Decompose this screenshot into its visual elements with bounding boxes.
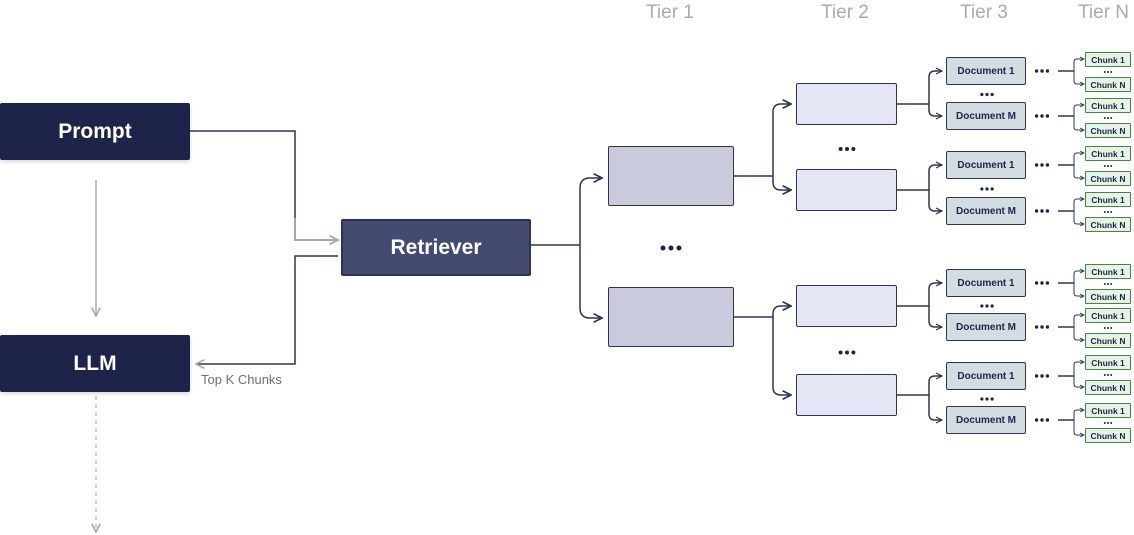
tier-2-label: Tier 2 [821, 2, 869, 23]
document-node-2-2-1[interactable]: Document 1 [946, 362, 1026, 390]
document-to-chunks-ellipsis-1-2-1 [1034, 163, 1050, 167]
retriever-to-llm-arrow [196, 255, 338, 364]
document-to-chunks-ellipsis-2-2-1 [1034, 374, 1050, 378]
document-node-1-2-1[interactable]: Document 1 [946, 151, 1026, 179]
chunk-1-node-2-1-2[interactable]: Chunk 1 [1085, 308, 1131, 323]
tier1-node-2[interactable] [608, 287, 734, 347]
document-to-chunks-ellipsis-1-2-2 [1034, 209, 1050, 213]
chunk-ellipsis-1-1-1 [1103, 71, 1113, 73]
document-node-1-1-1[interactable]: Document 1 [946, 57, 1026, 85]
retriever-node[interactable]: Retriever [341, 219, 531, 276]
tier1-1-to-tier2-a-arrow [772, 104, 791, 176]
tier1-1-to-tier2-b-arrow [772, 176, 791, 190]
chunk-1-arrow-1-2-2 [1073, 199, 1084, 211]
chunk-ellipsis-2-1-1 [1103, 283, 1113, 285]
document-to-chunks-ellipsis-2-1-2 [1034, 325, 1050, 329]
document-to-chunks-ellipsis-1-1-2 [1034, 114, 1050, 118]
chunk-ellipsis-1-2-2 [1103, 211, 1113, 213]
tier1-2-to-tier2-a-arrow [772, 306, 791, 317]
tier2-1-2-to-doc1-arrow [928, 165, 942, 190]
chunk-n-arrow-1-1-2 [1073, 116, 1084, 130]
tier2-ellipsis-2 [838, 350, 856, 355]
chunk-1-arrow-1-2-1 [1073, 153, 1084, 165]
tier2-1-1-to-doc1-arrow [928, 71, 942, 104]
chunk-1-arrow-2-1-1 [1073, 271, 1084, 283]
chunk-n-node-2-1-1[interactable]: Chunk N [1085, 289, 1131, 304]
document-to-chunks-ellipsis-2-1-1 [1034, 281, 1050, 285]
chunk-n-arrow-2-2-1 [1073, 376, 1084, 387]
chunk-1-node-1-1-2[interactable]: Chunk 1 [1085, 98, 1131, 113]
document-to-chunks-ellipsis-2-2-2 [1034, 418, 1050, 422]
chunk-ellipsis-1-2-1 [1103, 165, 1113, 167]
chunk-1-node-1-2-2[interactable]: Chunk 1 [1085, 192, 1131, 207]
tier3-ellipsis-1-1 [980, 92, 994, 97]
tier2-2-1-to-doc1-arrow [928, 283, 942, 306]
chunk-n-arrow-2-1-2 [1073, 327, 1084, 340]
prompt-node[interactable]: Prompt [0, 103, 190, 160]
chunk-n-node-2-2-1[interactable]: Chunk N [1085, 380, 1131, 395]
chunk-1-arrow-1-1-1 [1073, 59, 1084, 71]
chunk-ellipsis-2-2-2 [1103, 422, 1113, 424]
chunk-1-node-1-2-1[interactable]: Chunk 1 [1085, 146, 1131, 161]
chunk-1-arrow-1-1-2 [1073, 105, 1084, 116]
document-node-2-1-2[interactable]: Document M [946, 313, 1026, 341]
chunk-n-arrow-1-2-1 [1073, 165, 1084, 178]
tier1-2-to-tier2-b-arrow [772, 317, 791, 395]
chunk-1-arrow-2-1-2 [1073, 315, 1084, 327]
chunk-n-arrow-1-2-2 [1073, 211, 1084, 224]
chunk-1-arrow-2-2-2 [1073, 410, 1084, 420]
document-node-1-2-2[interactable]: Document M [946, 197, 1026, 225]
tier3-ellipsis-2-1 [980, 304, 994, 308]
chunk-1-node-2-2-1[interactable]: Chunk 1 [1085, 355, 1131, 370]
top-k-chunks-label: Top K Chunks [201, 372, 282, 387]
chunk-n-node-2-1-2[interactable]: Chunk N [1085, 333, 1131, 348]
llm-node[interactable]: LLM [0, 335, 190, 392]
chunk-n-node-1-2-2[interactable]: Chunk N [1085, 217, 1131, 232]
tier1-node-1[interactable] [608, 146, 734, 206]
chunk-1-node-2-1-1[interactable]: Chunk 1 [1085, 264, 1131, 279]
tier-1-label: Tier 1 [646, 2, 694, 23]
prompt-to-retriever-arrowhead-segment [294, 218, 338, 240]
tier2-node-1-2[interactable] [796, 169, 897, 211]
chunk-n-arrow-2-2-2 [1073, 420, 1084, 435]
document-node-1-1-2[interactable]: Document M [946, 102, 1026, 130]
chunk-n-node-1-1-1[interactable]: Chunk N [1085, 77, 1131, 92]
tier-n-label: Tier N [1078, 2, 1130, 23]
chunk-n-arrow-2-1-1 [1073, 283, 1084, 296]
document-node-2-2-2[interactable]: Document M [946, 406, 1026, 434]
prompt-to-retriever-arrow [190, 130, 338, 240]
tier2-2-1-to-docm-arrow [928, 306, 942, 327]
chunk-n-arrow-1-1-1 [1073, 71, 1084, 84]
chunk-n-node-1-1-2[interactable]: Chunk N [1085, 123, 1131, 138]
tier2-node-2-2[interactable] [796, 374, 897, 416]
tier2-node-1-1[interactable] [796, 83, 897, 125]
document-node-2-1-1[interactable]: Document 1 [946, 269, 1026, 297]
chunk-ellipsis-2-1-2 [1103, 327, 1113, 329]
tier2-1-2-to-docm-arrow [928, 190, 942, 211]
chunk-1-node-1-1-1[interactable]: Chunk 1 [1085, 52, 1131, 67]
chunk-1-node-2-2-2[interactable]: Chunk 1 [1085, 403, 1131, 418]
chunk-ellipsis-2-2-1 [1103, 374, 1113, 376]
tier-3-label: Tier 3 [960, 2, 1008, 23]
tier2-2-2-to-doc1-arrow [928, 376, 942, 395]
tier2-1-1-to-docm-arrow [928, 104, 942, 116]
chunk-1-arrow-2-2-1 [1073, 362, 1084, 376]
tier2-node-2-1[interactable] [796, 285, 897, 327]
tier2-ellipsis-1 [838, 147, 856, 151]
retriever-to-tier1-bottom-arrow [579, 245, 602, 318]
chunk-ellipsis-1-1-2 [1103, 117, 1113, 119]
chunk-n-node-1-2-1[interactable]: Chunk N [1085, 171, 1131, 186]
tier1-ellipsis [660, 245, 682, 251]
retriever-to-tier1-top-arrow [579, 178, 602, 245]
tier3-ellipsis-2-2 [980, 397, 994, 401]
tier3-ellipsis-1-2 [980, 187, 994, 191]
chunk-n-node-2-2-2[interactable]: Chunk N [1085, 428, 1131, 443]
document-to-chunks-ellipsis-1-1-1 [1034, 69, 1050, 73]
tier2-2-2-to-docm-arrow [928, 395, 942, 420]
